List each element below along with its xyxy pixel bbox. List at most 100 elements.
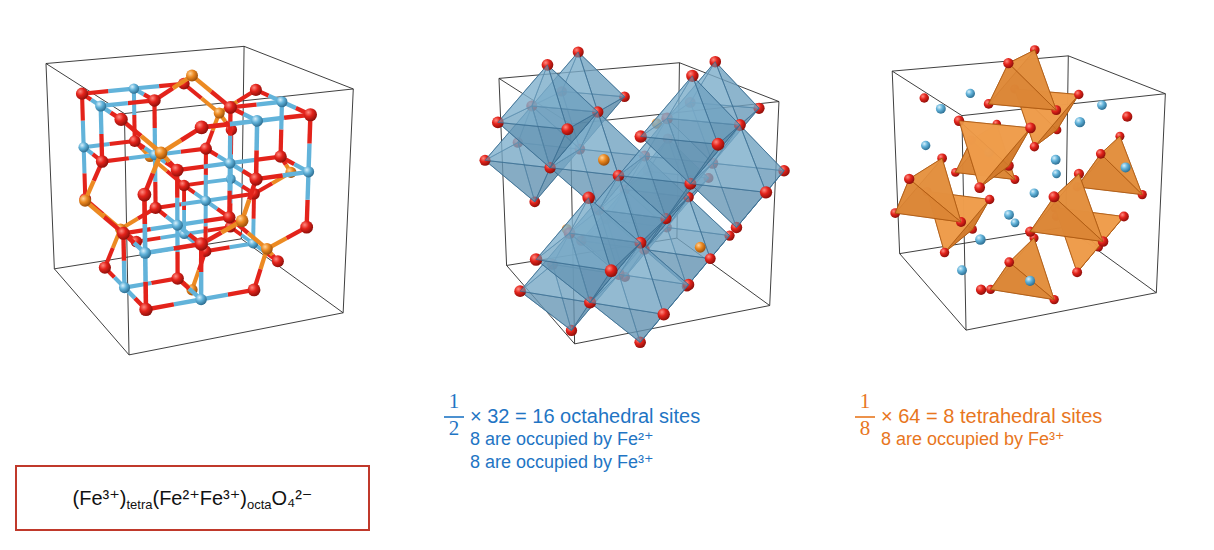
oxygen-atom xyxy=(249,172,262,185)
tetrahedral-iron-atom xyxy=(186,70,198,82)
ball-stick-model xyxy=(46,46,353,355)
subscript: tetra xyxy=(126,497,152,512)
oxygen-atom xyxy=(171,272,184,285)
unit-cell-edge xyxy=(1156,94,1165,293)
oxygen-atom xyxy=(223,211,235,223)
oxygen-atom xyxy=(974,182,985,193)
oxygen-atom xyxy=(1049,191,1060,202)
chemical-formula: (Fe³⁺)tetra(Fe²⁺Fe³⁺)octaO₄²⁻ xyxy=(73,486,313,510)
polyhedron-face xyxy=(1030,174,1103,242)
oxygen-atom xyxy=(561,123,573,135)
tetrahedral-iron-atom xyxy=(261,243,273,255)
octahedral-iron-atom xyxy=(1097,100,1107,110)
unit-cell-edge xyxy=(343,89,353,313)
oxygen-atom xyxy=(274,150,286,162)
tetrahedral-iron-atom xyxy=(214,107,225,118)
oxygen-atom xyxy=(940,248,949,257)
oxygen-atom xyxy=(178,180,189,191)
oxygen-atom xyxy=(605,264,618,277)
unit-cell-edge xyxy=(900,254,966,330)
octahedral-iron-atom xyxy=(172,220,183,231)
tetrahedral-iron-atom xyxy=(155,147,168,160)
unit-cell-edge xyxy=(1068,56,1165,94)
octahedra-model xyxy=(479,46,789,348)
octahedral-iron-atom xyxy=(1121,162,1131,172)
oxygen-atom xyxy=(1072,267,1082,277)
oxygen-atom xyxy=(250,84,262,96)
octahedral-iron-atom xyxy=(303,166,314,177)
polyhedron-face xyxy=(991,238,1055,300)
oxygen-atom xyxy=(139,303,152,316)
oxygen-atom xyxy=(248,283,261,296)
unit-cell-edge xyxy=(129,313,343,355)
octahedral-iron-atom xyxy=(129,83,139,93)
octahedral-iron-atom xyxy=(1051,155,1061,165)
oxygen-atom xyxy=(1122,112,1132,122)
atoms xyxy=(479,46,789,348)
polyhedron-face xyxy=(895,179,961,222)
occupancy-note: 8 are occupied by Fe²⁺ xyxy=(470,429,654,451)
oxygen-atom xyxy=(658,308,670,320)
unit-cell-edge xyxy=(241,239,343,313)
unit-cell-edge xyxy=(54,269,129,355)
tetrahedral-iron-atom xyxy=(598,154,610,166)
oxygen-atom xyxy=(200,143,212,155)
oxygen-atom xyxy=(1003,58,1013,68)
octahedral-iron-atom xyxy=(78,142,89,153)
site-count: × 32 = 16 octahedral sites xyxy=(470,404,700,428)
octahedral-iron-atom xyxy=(195,294,206,305)
oxygen-atom xyxy=(1030,142,1039,151)
tetrahedral-iron-atom xyxy=(695,242,706,253)
oxygen-atom xyxy=(117,227,130,240)
oxygen-atom xyxy=(195,237,208,250)
polyhedron-face xyxy=(498,122,568,167)
unit-cell-edge xyxy=(770,102,779,306)
polyhedron-face xyxy=(641,76,718,144)
unit-cell-edge xyxy=(124,89,353,114)
octahedral-iron-atom xyxy=(95,100,106,111)
fraction-denominator: 8 xyxy=(855,418,875,439)
oxygen-atom xyxy=(920,93,929,102)
formula-box: (Fe³⁺)tetra(Fe²⁺Fe³⁺)octaO₄²⁻ xyxy=(15,465,370,531)
octahedral-iron-atom xyxy=(1011,218,1020,227)
tetrahedral-iron-atom xyxy=(236,214,249,227)
polyhedron-face xyxy=(991,262,1055,299)
oxygen-atom xyxy=(976,285,986,295)
oxygen-atom xyxy=(1004,257,1014,267)
unit-cell-edge xyxy=(54,239,241,269)
polyhedron-face xyxy=(1077,136,1142,194)
polyhedron-face xyxy=(498,65,568,129)
polyhedron-face xyxy=(959,121,1031,188)
tetrahedra-model xyxy=(890,45,1165,330)
oxygen-atom xyxy=(1096,149,1106,159)
oxygen-atom xyxy=(1025,123,1036,134)
octahedral-iron-atom xyxy=(224,158,235,169)
polyhedron-face xyxy=(989,63,1057,110)
octahedral-iron-atom xyxy=(201,196,211,206)
octahedral-iron-atom xyxy=(921,141,930,150)
oxygen-atom xyxy=(300,221,313,234)
oxygen-atom xyxy=(712,138,725,151)
oxygen-atom xyxy=(76,88,88,100)
atoms xyxy=(76,70,317,316)
polyhedron-face xyxy=(1077,154,1142,195)
oxygen-atom xyxy=(99,262,111,274)
octahedral-iron-atom xyxy=(1030,188,1039,197)
site-count: × 64 = 8 tetrahedral sites xyxy=(881,404,1102,428)
octahedral-iron-atom xyxy=(276,96,287,107)
octahedral-iron-atom xyxy=(936,104,946,114)
oxygen-atom xyxy=(1119,212,1129,222)
octahedral-iron-atom xyxy=(119,282,130,293)
atoms xyxy=(890,45,1147,304)
octahedral-iron-atom xyxy=(251,115,263,127)
unit-cell-edge xyxy=(892,71,899,254)
oxygen-atom xyxy=(150,202,162,214)
oxygen-atom xyxy=(137,188,151,202)
occupancy-note: 8 are occupied by Fe³⁺ xyxy=(881,429,1065,451)
tetrahedral-iron-atom xyxy=(79,195,91,207)
octahedral-iron-atom xyxy=(1004,210,1014,220)
octahedral-iron-atom xyxy=(975,234,986,245)
oxygen-atom xyxy=(224,101,237,114)
polyhedron-face xyxy=(989,50,1057,110)
